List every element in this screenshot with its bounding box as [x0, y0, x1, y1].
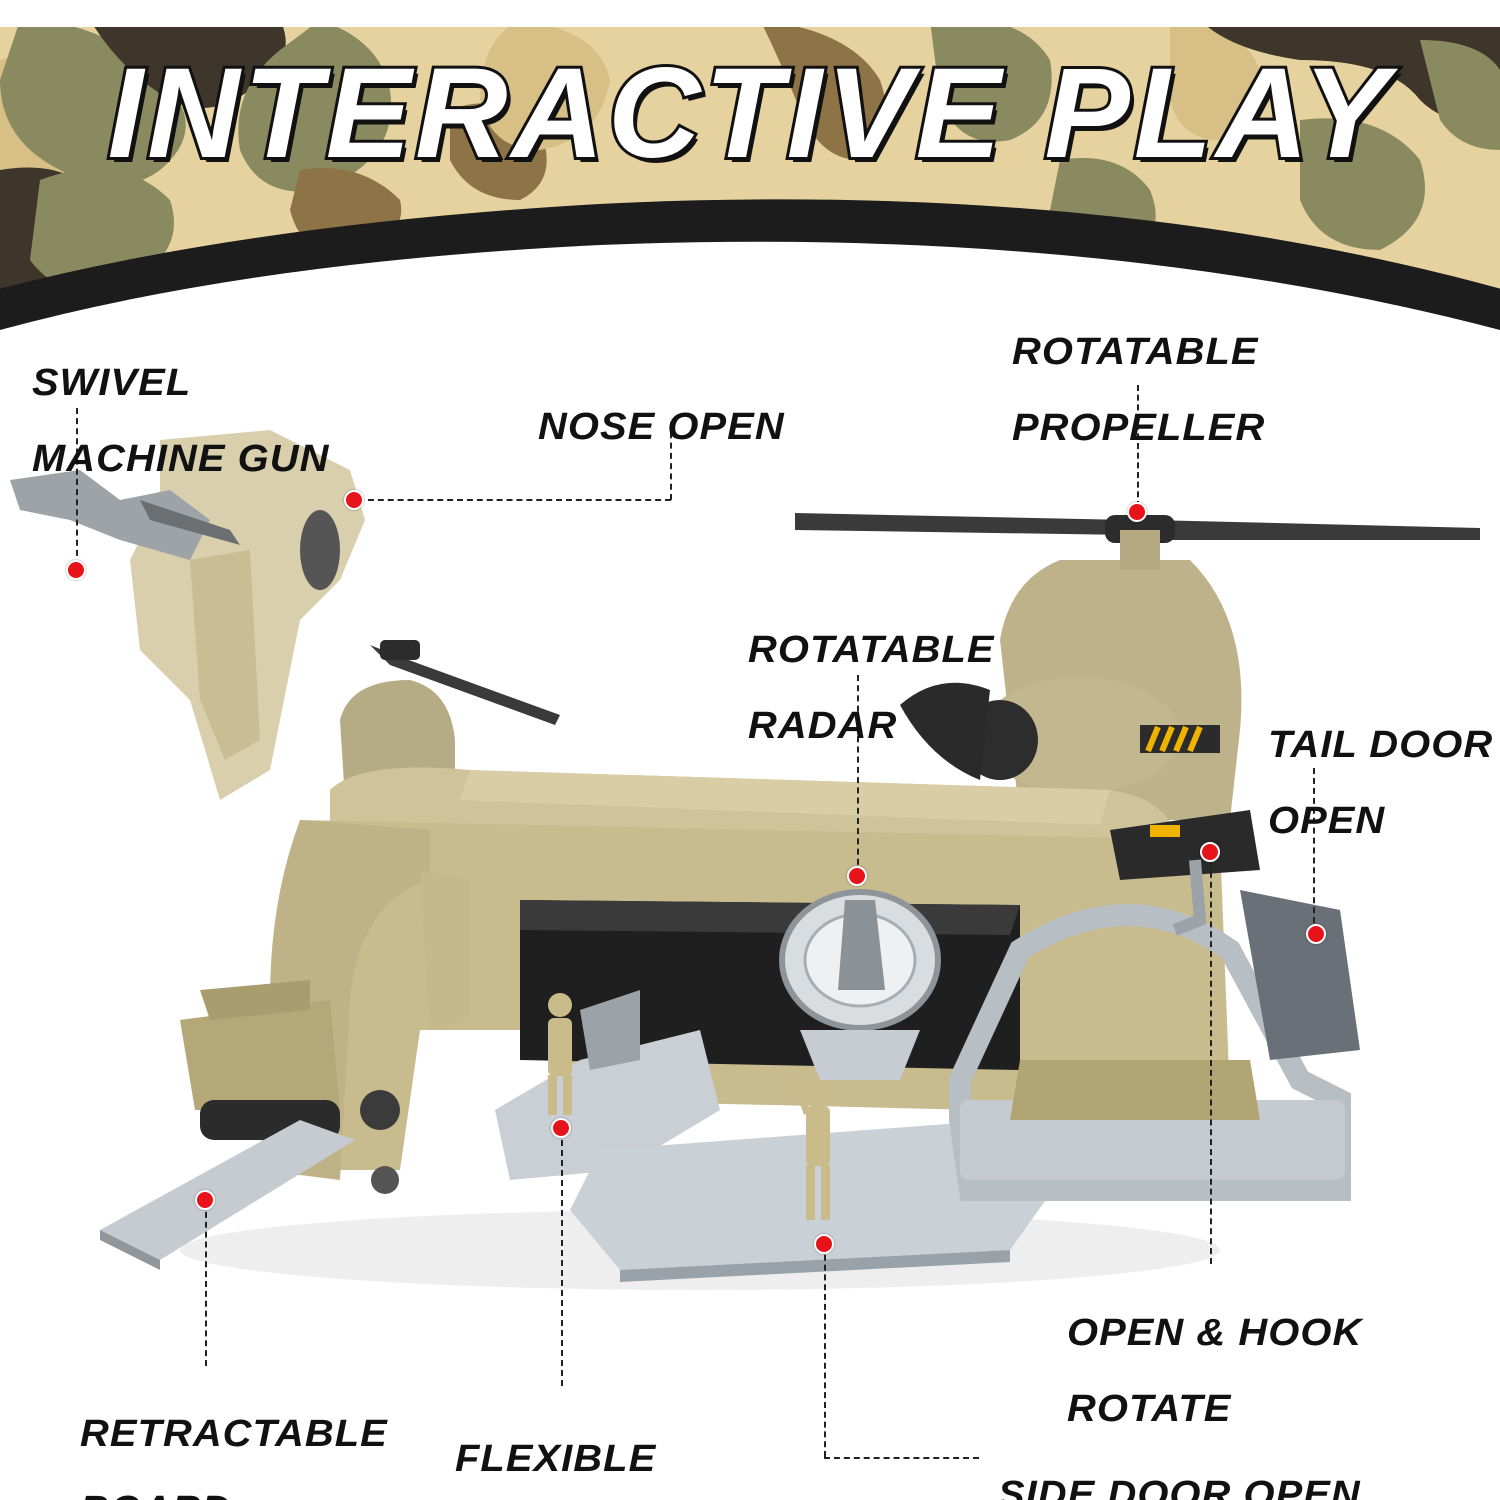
camo-banner: [0, 27, 1500, 330]
callout-retractable-board: RETRACTABLE BOARD: [80, 1413, 388, 1500]
callout-rotatable-radar: ROTATABLE RADAR: [748, 629, 995, 747]
callout-tail-door-open: TAIL DOOR OPEN: [1268, 724, 1494, 842]
leader-line-nose-open-h: [358, 499, 671, 501]
callout-side-door-open: SIDE DOOR OPEN: [998, 1474, 1361, 1500]
leader-line-side-door-v: [824, 1245, 826, 1457]
page-title: INTERACTIVE PLAY: [105, 39, 1393, 188]
callout-flexible-robotic-arm: FLEXIBLE ROBOTIC ARM: [455, 1438, 657, 1480]
marker-retractable-board[interactable]: [195, 1190, 215, 1210]
marker-swivel-machine-gun[interactable]: [66, 560, 86, 580]
leader-line-robotic-arm: [561, 1130, 563, 1386]
leader-line-hook: [1210, 852, 1212, 1264]
callout-open-hook-rotate: OPEN & HOOK ROTATE: [1067, 1312, 1363, 1430]
marker-side-door-open[interactable]: [814, 1234, 834, 1254]
marker-flexible-robotic-arm[interactable]: [551, 1118, 571, 1138]
callout-swivel-machine-gun: SWIVEL MACHINE GUN: [32, 362, 330, 480]
callout-rotatable-propeller: ROTATABLE PROPELLER: [1012, 331, 1266, 449]
leader-line-propeller: [1137, 385, 1139, 507]
marker-open-hook-rotate[interactable]: [1200, 842, 1220, 862]
marker-tail-door-open[interactable]: [1306, 924, 1326, 944]
marker-nose-open[interactable]: [344, 490, 364, 510]
leader-line-side-door-h: [824, 1457, 979, 1459]
callout-nose-open: NOSE OPEN: [538, 406, 785, 448]
leader-line-tail-door: [1313, 768, 1315, 933]
leader-line-radar: [857, 675, 859, 875]
leader-line-board-v: [205, 1202, 207, 1366]
leader-line-nose-open-v: [670, 422, 672, 500]
leader-line-swivel-gun: [76, 408, 78, 566]
marker-rotatable-propeller[interactable]: [1127, 502, 1147, 522]
marker-rotatable-radar[interactable]: [847, 866, 867, 886]
